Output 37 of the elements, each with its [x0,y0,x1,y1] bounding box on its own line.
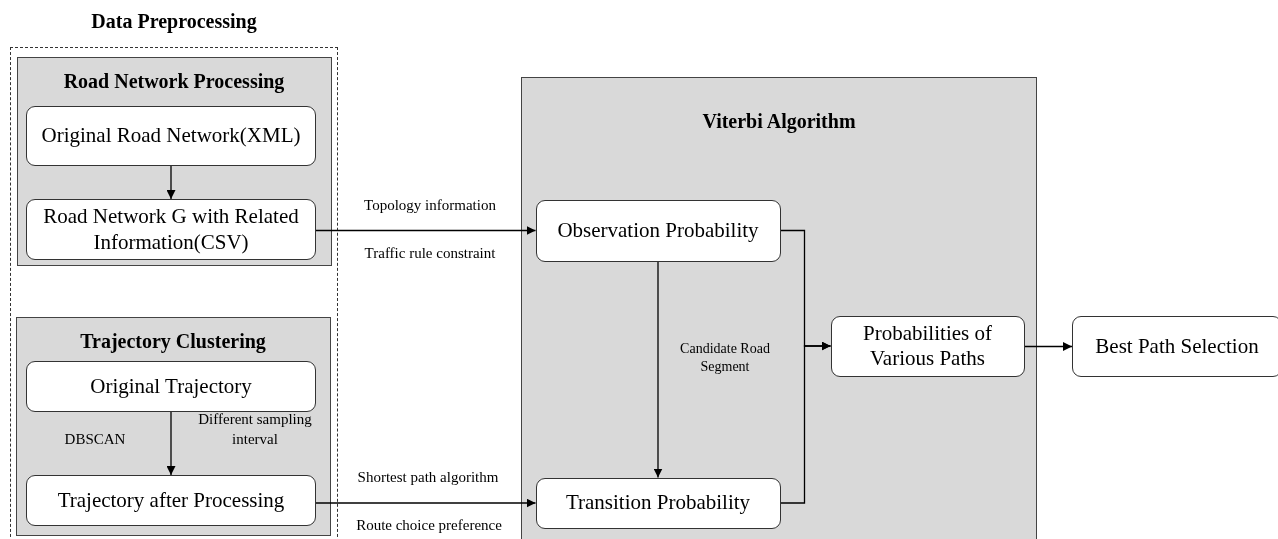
process-box [535,199,781,262]
annotation-text: Traffic rule constraint [363,244,497,263]
arrow [1023,342,1073,351]
arrow [779,341,832,504]
group-heading: Viterbi Algorithm [701,110,857,133]
annotation-text: Different sampling interval [197,410,313,449]
box-text: Original Trajectory [90,373,252,400]
annotation-text: Shortest path algorithm [356,468,500,487]
edge-label: Candidate Road Segment [680,340,770,377]
process-box [26,475,316,526]
group-heading: Trajectory Clustering [79,329,267,353]
panel-background [521,77,1037,539]
box-text: Observation Probability [557,217,759,244]
process-box [26,199,316,260]
process-box [535,477,781,529]
process-box [830,315,1025,377]
box-text: Original Road Network(XML) [41,123,301,149]
group-heading: Data Preprocessing [90,10,258,33]
annotation-text: DBSCAN [63,430,127,449]
process-box [26,361,316,412]
box-text: Road Network G with Related Information(CSV) [42,204,300,255]
arrow [315,498,537,508]
box-text: Best Path Selection [1095,333,1259,360]
arrow [315,226,537,235]
box-text: Trajectory after Processing [57,487,285,514]
arrow [166,165,176,200]
annotation-text: Route choice preference [355,516,503,535]
group-heading: Road Network Processing [62,69,286,93]
box-text: Probabilities of Various Paths [862,320,993,372]
annotation-text: Topology information [363,196,497,215]
box-text: Transition Probability [565,490,751,516]
panel-background [15,316,331,536]
process-box [1072,316,1278,377]
arrow [166,411,176,476]
panel-background [16,56,332,266]
arrow [653,260,663,479]
process-box [26,106,316,166]
